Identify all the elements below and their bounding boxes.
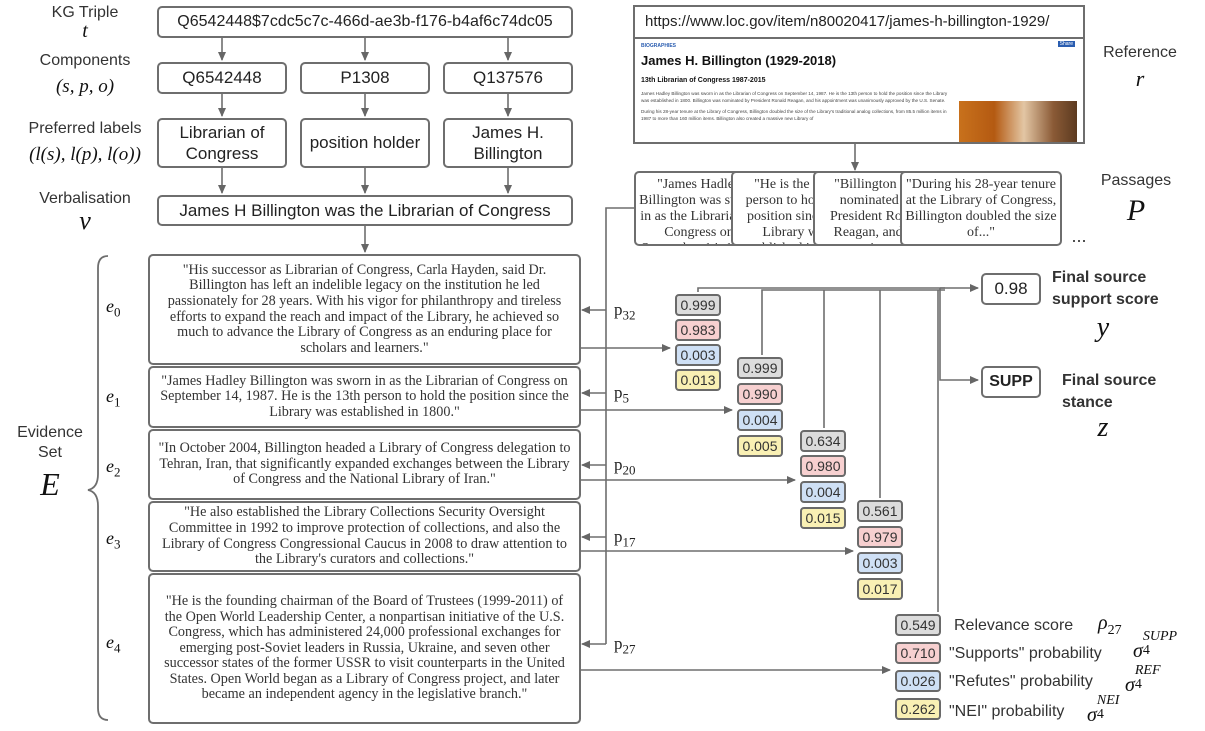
score-e3-relevance: 0.561 — [857, 500, 903, 522]
score-e1-refutes: 0.004 — [737, 409, 783, 431]
component-o-box: Q137576 — [443, 62, 573, 94]
reference-para-1: James Hadley Billington was sworn in as … — [641, 91, 948, 103]
score-e2-supports: 0.980 — [800, 455, 846, 477]
portrait-photo — [959, 101, 1077, 142]
share-icon: Share — [1057, 41, 1075, 47]
passage-index-p20: p20 — [614, 455, 636, 478]
passage-index-p32: p32 — [614, 300, 636, 323]
kg-triple-box: Q6542448$7cdc5c7c-466d-ae3b-f176-b4af6c7… — [157, 6, 573, 38]
score-e2-refutes: 0.004 — [800, 481, 846, 503]
evidence-set-symbol: E — [40, 466, 60, 502]
score-e0-relevance: 0.999 — [675, 294, 721, 316]
component-p-box: P1308 — [300, 62, 430, 94]
component-s-box: Q6542448 — [157, 62, 287, 94]
evidence-label-e3: e3 — [106, 528, 121, 552]
evidence-set-label-2: Set — [37, 444, 62, 461]
evidence-label-e0: e0 — [106, 296, 121, 320]
components-symbol: (s, p, o) — [55, 76, 115, 97]
preferred-labels-label: Preferred labels — [28, 120, 142, 137]
score-e3-supports: 0.979 — [857, 526, 903, 548]
reference-url: https://www.loc.gov/item/n80020417/james… — [635, 7, 1083, 39]
passages-ellipsis: ... — [1071, 226, 1087, 246]
kg-triple-label: KG Triple — [51, 4, 119, 21]
components-label: Components — [39, 52, 131, 69]
final-score-box: 0.98 — [981, 273, 1041, 305]
reference-title: James H. Billington (1929-2018) — [641, 53, 837, 68]
reference-webpage: https://www.loc.gov/item/n80020417/james… — [633, 5, 1085, 144]
score-e4-refutes: 0.026 — [895, 670, 941, 692]
label-o-box: James H. Billington — [443, 118, 573, 168]
verbalisation-label: Verbalisation — [39, 190, 131, 207]
reference-symbol: r — [1135, 66, 1145, 91]
reference-para-2: During his 28-year tenure at the Library… — [641, 109, 947, 121]
preferred-labels-symbol: (l(s), l(p), l(o)) — [29, 144, 141, 165]
label-p-box: position holder — [300, 118, 430, 168]
score-e2-nei: 0.015 — [800, 507, 846, 529]
score-e1-supports: 0.990 — [737, 383, 783, 405]
score-e3-nei: 0.017 — [857, 578, 903, 600]
reference-subtitle: 13th Librarian of Congress 1987-2015 — [641, 77, 766, 84]
score-e0-refutes: 0.003 — [675, 344, 721, 366]
passage-index-p17: p17 — [614, 527, 636, 550]
evidence-e0: "His successor as Librarian of Congress,… — [148, 254, 581, 365]
kg-triple-symbol: t — [82, 20, 88, 42]
score-e2-relevance: 0.634 — [800, 430, 846, 452]
score-e1-nei: 0.005 — [737, 435, 783, 457]
reference-category: BIOGRAPHIES — [641, 43, 677, 49]
evidence-label-e2: e2 — [106, 456, 121, 480]
verbalisation-symbol: v — [79, 206, 91, 235]
legend-nei: "NEI" probability — [949, 703, 1065, 720]
score-e3-refutes: 0.003 — [857, 552, 903, 574]
score-e1-relevance: 0.999 — [737, 357, 783, 379]
score-e0-supports: 0.983 — [675, 319, 721, 341]
reference-label: Reference — [1103, 44, 1177, 61]
passages-label: Passages — [1100, 172, 1172, 189]
final-stance-box: SUPP — [981, 366, 1041, 398]
passages-symbol: P — [1126, 194, 1146, 227]
evidence-e3: "He also established the Library Collect… — [148, 501, 581, 572]
passage-bus — [605, 207, 634, 644]
evidence-label-e1: e1 — [106, 386, 121, 410]
passage-card-4: "During his 28-year tenure at the Librar… — [900, 171, 1062, 246]
legend-supports: "Supports" probability — [949, 645, 1102, 662]
passage-index-p5: p5 — [614, 383, 629, 406]
passage-index-p27: p27 — [614, 634, 636, 657]
evidence-brace — [87, 255, 109, 721]
legend-relevance: Relevance score — [954, 617, 1074, 634]
evidence-e4: "He is the founding chairman of the Boar… — [148, 573, 581, 724]
passage-card-1: "James Hadley Billington was sworn in as… — [634, 171, 764, 246]
score-e4-supports: 0.710 — [895, 642, 941, 664]
evidence-e2: "In October 2004, Billington headed a Li… — [148, 429, 581, 500]
link-s1 — [761, 289, 945, 355]
legend-refutes: "Refutes" probability — [949, 673, 1093, 690]
evidence-set-label-1: Evidence — [17, 424, 83, 441]
score-e0-nei: 0.013 — [675, 369, 721, 391]
final-score-symbol: y — [1096, 312, 1110, 343]
legend-relevance-symbol: ρ27 — [1098, 612, 1122, 638]
final-stance-symbol: z — [1097, 412, 1109, 443]
score-e4-relevance: 0.549 — [895, 614, 941, 636]
evidence-e1: "James Hadley Billington was sworn in as… — [148, 366, 581, 428]
link-s0 — [697, 287, 945, 292]
verbalisation-box: James H Billington was the Librarian of … — [157, 195, 573, 226]
evidence-label-e4: e4 — [106, 632, 121, 656]
label-s-box: Librarian of Congress — [157, 118, 287, 168]
arrow-final-stance — [939, 288, 979, 384]
score-e4-nei: 0.262 — [895, 698, 941, 720]
